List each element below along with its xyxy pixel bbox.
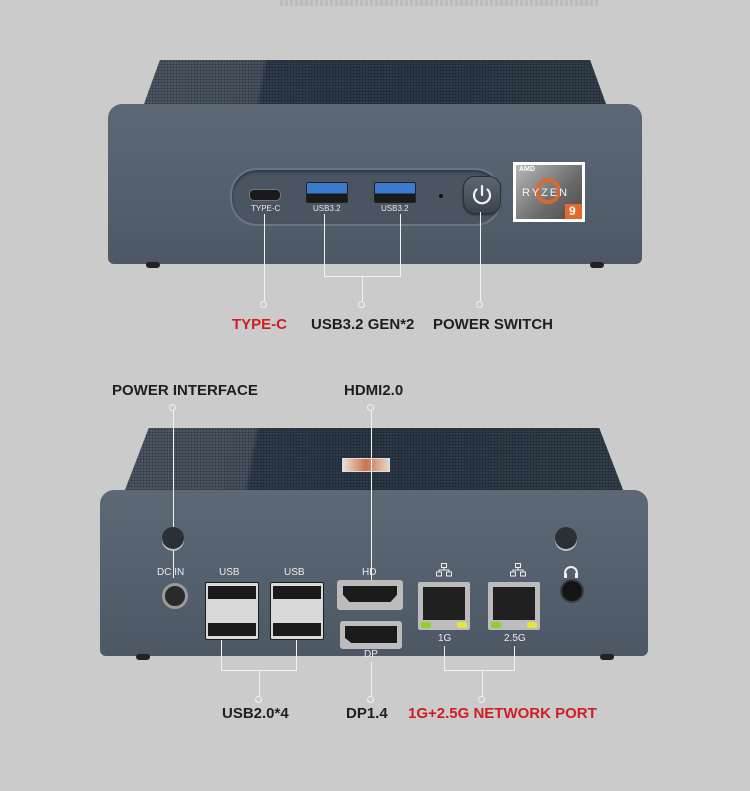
callout-line-usb2-stem: [259, 670, 260, 697]
usb3-port-2[interactable]: [374, 182, 416, 203]
callout-dot-usb: [358, 301, 365, 308]
ryzen-logo-ring: [535, 178, 561, 204]
callout-line-power: [480, 212, 481, 302]
hdmi-port-label: HD: [362, 567, 377, 578]
ethernet-port-2-5g[interactable]: [488, 582, 540, 630]
callout-line-lan-bracket: [444, 670, 515, 671]
network-icon-1: [436, 563, 452, 577]
type-c-port-label: TYPE-C: [251, 204, 281, 213]
callout-usb20: USB2.0*4: [222, 705, 289, 722]
callout-network-port: 1G+2.5G NETWORK PORT: [408, 705, 597, 722]
rear-device: [100, 428, 648, 660]
callout-line-usb2-left: [221, 640, 222, 670]
callout-type-c: TYPE-C: [232, 316, 288, 333]
callout-line-lan-right: [514, 646, 515, 670]
callout-dot-hdmi: [367, 404, 374, 411]
callout-dot-lan: [478, 696, 485, 703]
callout-power-interface: POWER INTERFACE: [112, 382, 258, 399]
usb3-port-2-label: USB3.2: [381, 204, 409, 213]
callout-power-switch: POWER SWITCH: [433, 316, 553, 333]
dc-in-port[interactable]: [162, 583, 188, 609]
displayport[interactable]: [340, 621, 402, 649]
callout-hdmi: HDMI2.0: [344, 382, 404, 399]
usb3-port-1-label: USB3.2: [313, 204, 341, 213]
power-icon: [472, 184, 492, 205]
audio-jack[interactable]: [560, 579, 584, 603]
type-c-port[interactable]: [249, 189, 281, 201]
usb2-stack-1[interactable]: [205, 582, 259, 640]
callout-dot-dp: [367, 696, 374, 703]
activity-led-yellow: [457, 622, 467, 628]
activity-led-yellow: [527, 622, 537, 628]
callout-line-type-c: [264, 214, 265, 302]
ryzen-badge-series: RYZEN: [522, 187, 570, 199]
power-button[interactable]: [463, 176, 501, 214]
ryzen-badge-brand: AMD: [519, 166, 535, 173]
callout-line-power-interface: [173, 410, 174, 578]
rear-foot-right: [600, 654, 614, 660]
ethernet-2-5g-label: 2.5G: [504, 633, 526, 644]
network-icon-2: [510, 563, 526, 577]
headphone-icon: [564, 566, 578, 578]
callout-line-usb-right: [400, 214, 401, 276]
cropped-top-caption: [280, 0, 600, 6]
link-led-green: [421, 622, 431, 628]
foot-right: [590, 262, 604, 268]
screw-right: [555, 527, 577, 549]
link-led-green: [491, 622, 501, 628]
callout-dot-power: [476, 301, 483, 308]
hdmi-port[interactable]: [337, 580, 403, 610]
usb2-stack-1-label: USB: [219, 567, 240, 578]
ethernet-1g-label: 1G: [438, 633, 452, 644]
usb3-port-1[interactable]: [306, 182, 348, 203]
callout-line-usb-left: [324, 214, 325, 276]
displayport-label: DP: [364, 649, 378, 660]
callout-line-usb-stem: [362, 276, 363, 302]
callout-usb32: USB3.2 GEN*2: [311, 316, 415, 333]
usb2-stack-2[interactable]: [270, 582, 324, 640]
foot-left: [146, 262, 160, 268]
ryzen-badge-tier: 9: [569, 204, 576, 218]
callout-line-usb2-right: [296, 640, 297, 670]
callout-dot-type-c: [260, 301, 267, 308]
callout-line-hdmi: [371, 410, 372, 596]
callout-line-dp: [371, 662, 372, 697]
ryzen-badge: AMD RYZEN 9: [513, 162, 585, 222]
usb2-stack-2-label: USB: [284, 567, 305, 578]
status-led: [439, 194, 443, 198]
ethernet-port-1g[interactable]: [418, 582, 470, 630]
callout-dot-usb2: [255, 696, 262, 703]
rear-foot-left: [136, 654, 150, 660]
dc-in-label: DC IN: [157, 567, 185, 578]
screw-left: [162, 527, 184, 549]
rear-top-sticker: [342, 458, 390, 472]
callout-dot-power-interface: [169, 404, 176, 411]
callout-line-lan-stem: [482, 670, 483, 697]
callout-dp14: DP1.4: [346, 705, 388, 722]
callout-line-lan-left: [444, 646, 445, 670]
